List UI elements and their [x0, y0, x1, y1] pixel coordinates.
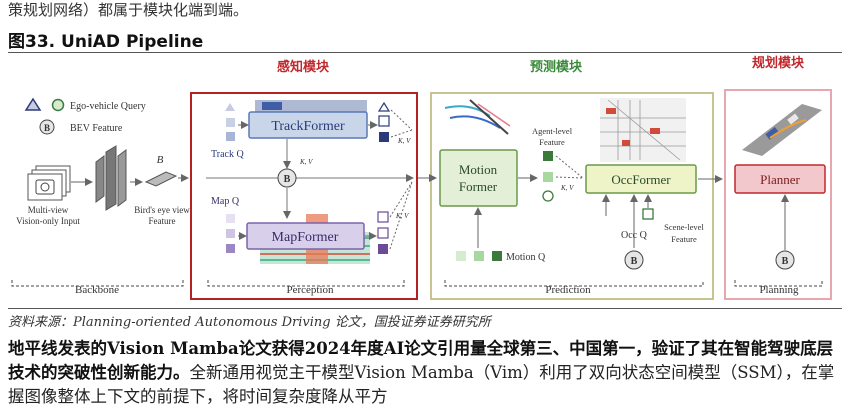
svg-text:K, V: K, V [395, 212, 409, 220]
svg-text:K, V: K, V [560, 184, 574, 192]
motion-q-label: Motion Q [506, 252, 546, 263]
map-q-label: Map Q [211, 196, 240, 207]
perception-bev-b-icon [277, 168, 297, 188]
ego-circle-icon [51, 98, 65, 112]
title-rule [8, 52, 842, 53]
backbone-input-label-1: Multi-view [28, 205, 69, 215]
prediction-frame [430, 92, 714, 300]
planning-cn-label: 规划模块 [752, 55, 805, 70]
motionformer-label-1: Motion [459, 162, 498, 177]
agent-feature-label-1: Agent-level [532, 126, 573, 136]
perception-frame [190, 92, 418, 300]
ego-triangle-icon [24, 97, 42, 111]
top-text-line: 策规划网络）都属于模块化端到端。 [8, 1, 249, 19]
planning-road-image [742, 104, 822, 156]
backbone-network-icon [95, 145, 127, 211]
body-paragraph: 地平线发表的Vision Mamba论文获得2024年度AI论文引用量全球第三、… [8, 337, 844, 409]
perception-footer: Perception [286, 284, 334, 296]
bev-label-2: Feature [149, 216, 176, 226]
backbone-input-label-2: Vision-only Input [16, 216, 80, 226]
prediction-footer: Prediction [545, 284, 591, 296]
motion-trajectories-image [444, 99, 511, 135]
svg-text:B: B [157, 154, 164, 166]
bev-b-icon [39, 119, 55, 135]
figure-title: 图33. UniAD Pipeline [8, 32, 204, 52]
agent-feature-label-2: Feature [539, 137, 565, 147]
planner-box [734, 164, 826, 194]
trackformer-box [248, 111, 368, 139]
motionformer-box [439, 149, 518, 207]
occupancy-grid-image [600, 98, 686, 162]
svg-text:B: B [782, 256, 789, 267]
backbone-footer: Backbone [75, 284, 119, 296]
paragraph-normal: 全新通用视觉主干模型Vision Mamba（Vim）利用了双向状态空间模型（S… [8, 363, 835, 406]
legend-bev-feature: BEV Feature [70, 123, 123, 134]
planning-frame [724, 89, 832, 300]
trackformer-label: TrackFormer [271, 119, 345, 134]
uniad-pipeline-diagram: 感知模块 预测模块 规划模块 Ego-vehicle Query B BEV F… [11, 55, 832, 300]
svg-text:B: B [631, 256, 638, 267]
planning-footer: Planning [759, 284, 799, 296]
track-q-label: Track Q [211, 149, 244, 160]
camera-stack-icon [27, 165, 71, 201]
bev-label-1: Bird's eye view [134, 205, 190, 215]
bev-feature-map-icon [144, 171, 178, 187]
legend-ego-query: Ego-vehicle Query [70, 101, 146, 112]
motionformer-label-2: Former [459, 179, 498, 194]
planner-label: Planner [760, 172, 800, 187]
svg-text:K, V: K, V [299, 158, 313, 166]
prediction-bev-b-icon [624, 250, 644, 270]
svg-text:B: B [284, 174, 291, 185]
scene-feature-label-2: Feature [671, 234, 697, 244]
svg-text:K, V: K, V [397, 137, 411, 145]
paragraph-bold: 地平线发表的Vision Mamba论文获得2024年度AI论文引用量全球第三、… [8, 339, 834, 382]
occformer-label: OccFormer [611, 172, 671, 187]
occformer-box [585, 164, 697, 194]
legend-b-symbol: B [44, 123, 50, 133]
mapformer-box [246, 222, 365, 250]
scene-feature-label-1: Scene-level [664, 222, 704, 232]
prediction-cn-label: 预测模块 [530, 59, 583, 74]
occ-q-label: Occ Q [621, 230, 648, 241]
planning-bev-b-icon [775, 250, 795, 270]
source-note: 资料来源：Planning-oriented Autonomous Drivin… [8, 315, 491, 330]
perception-cn-label: 感知模块 [277, 59, 330, 74]
mapformer-label: MapFormer [272, 230, 339, 245]
source-rule [8, 308, 842, 309]
